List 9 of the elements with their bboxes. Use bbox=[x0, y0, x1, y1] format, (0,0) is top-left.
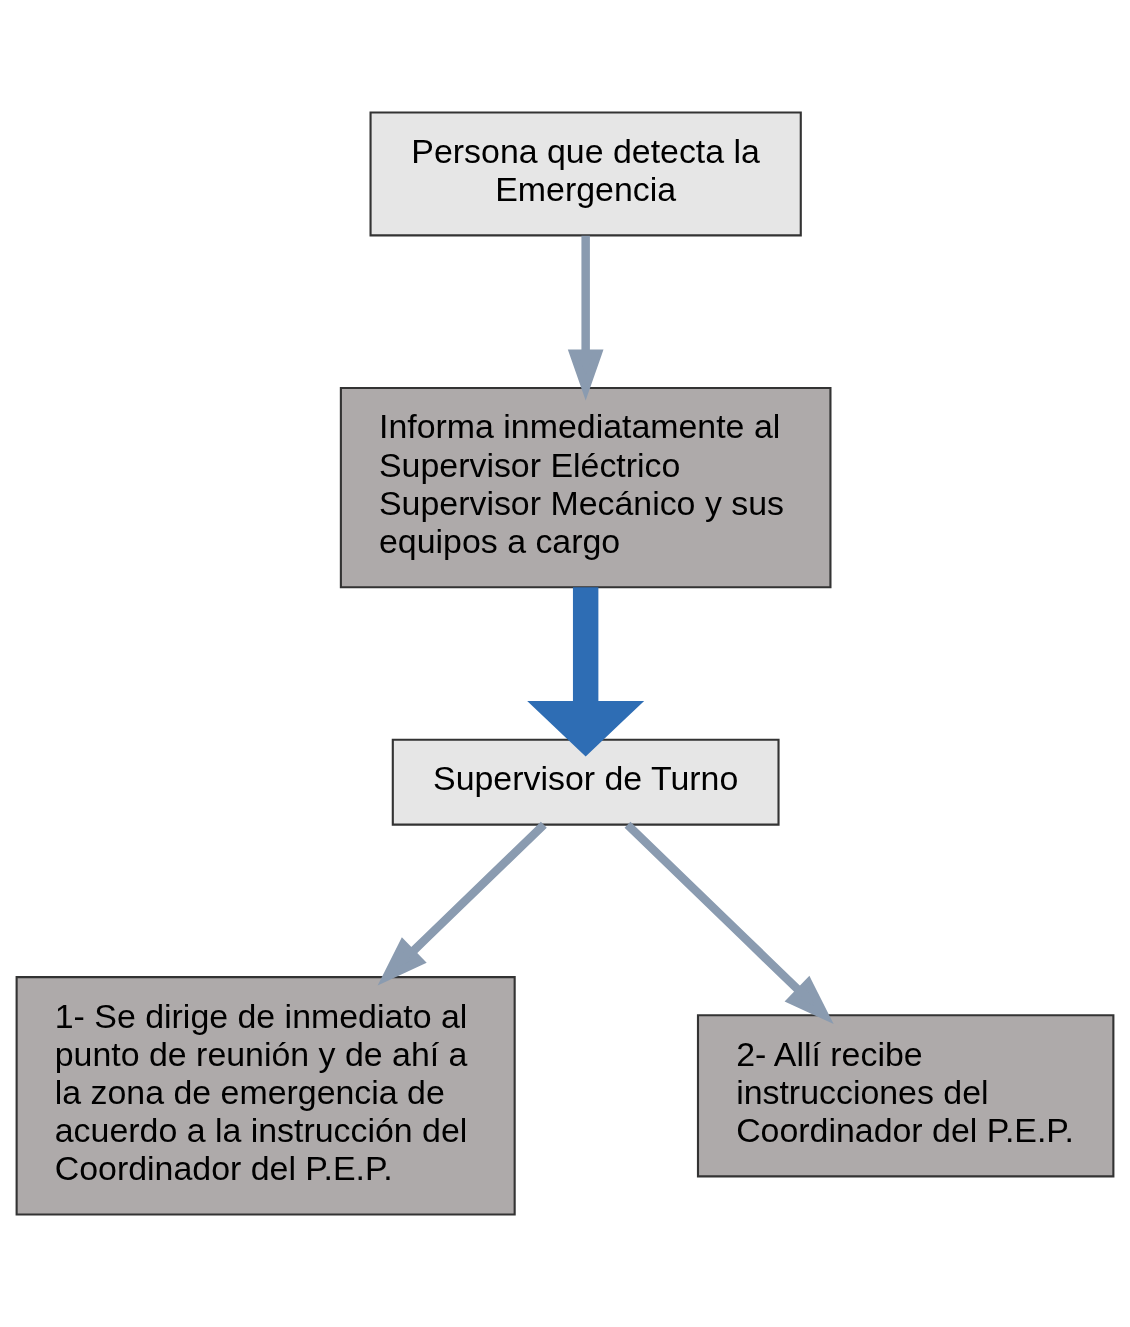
arrow bbox=[527, 587, 645, 757]
arrow bbox=[624, 821, 834, 1025]
node-box: Persona que detecta la Emergencia bbox=[369, 111, 802, 237]
arrow bbox=[377, 821, 547, 986]
node-box: Supervisor de Turno bbox=[391, 738, 780, 826]
node-box: 2- Allí recibe instrucciones del Coordinador del P.E.P. bbox=[696, 1014, 1115, 1178]
node-box: Informa inmediatamente al Supervisor Eléctrico Supervisor Mecánico y sus equipos a cargo bbox=[339, 386, 832, 589]
arrow bbox=[567, 235, 604, 401]
node-box: 1- Se dirige de inmediato al punto de reunión y de ahí a la zona de emergencia de acuerdo a la instrucción del Coordinador del P.E.P. bbox=[15, 976, 516, 1216]
